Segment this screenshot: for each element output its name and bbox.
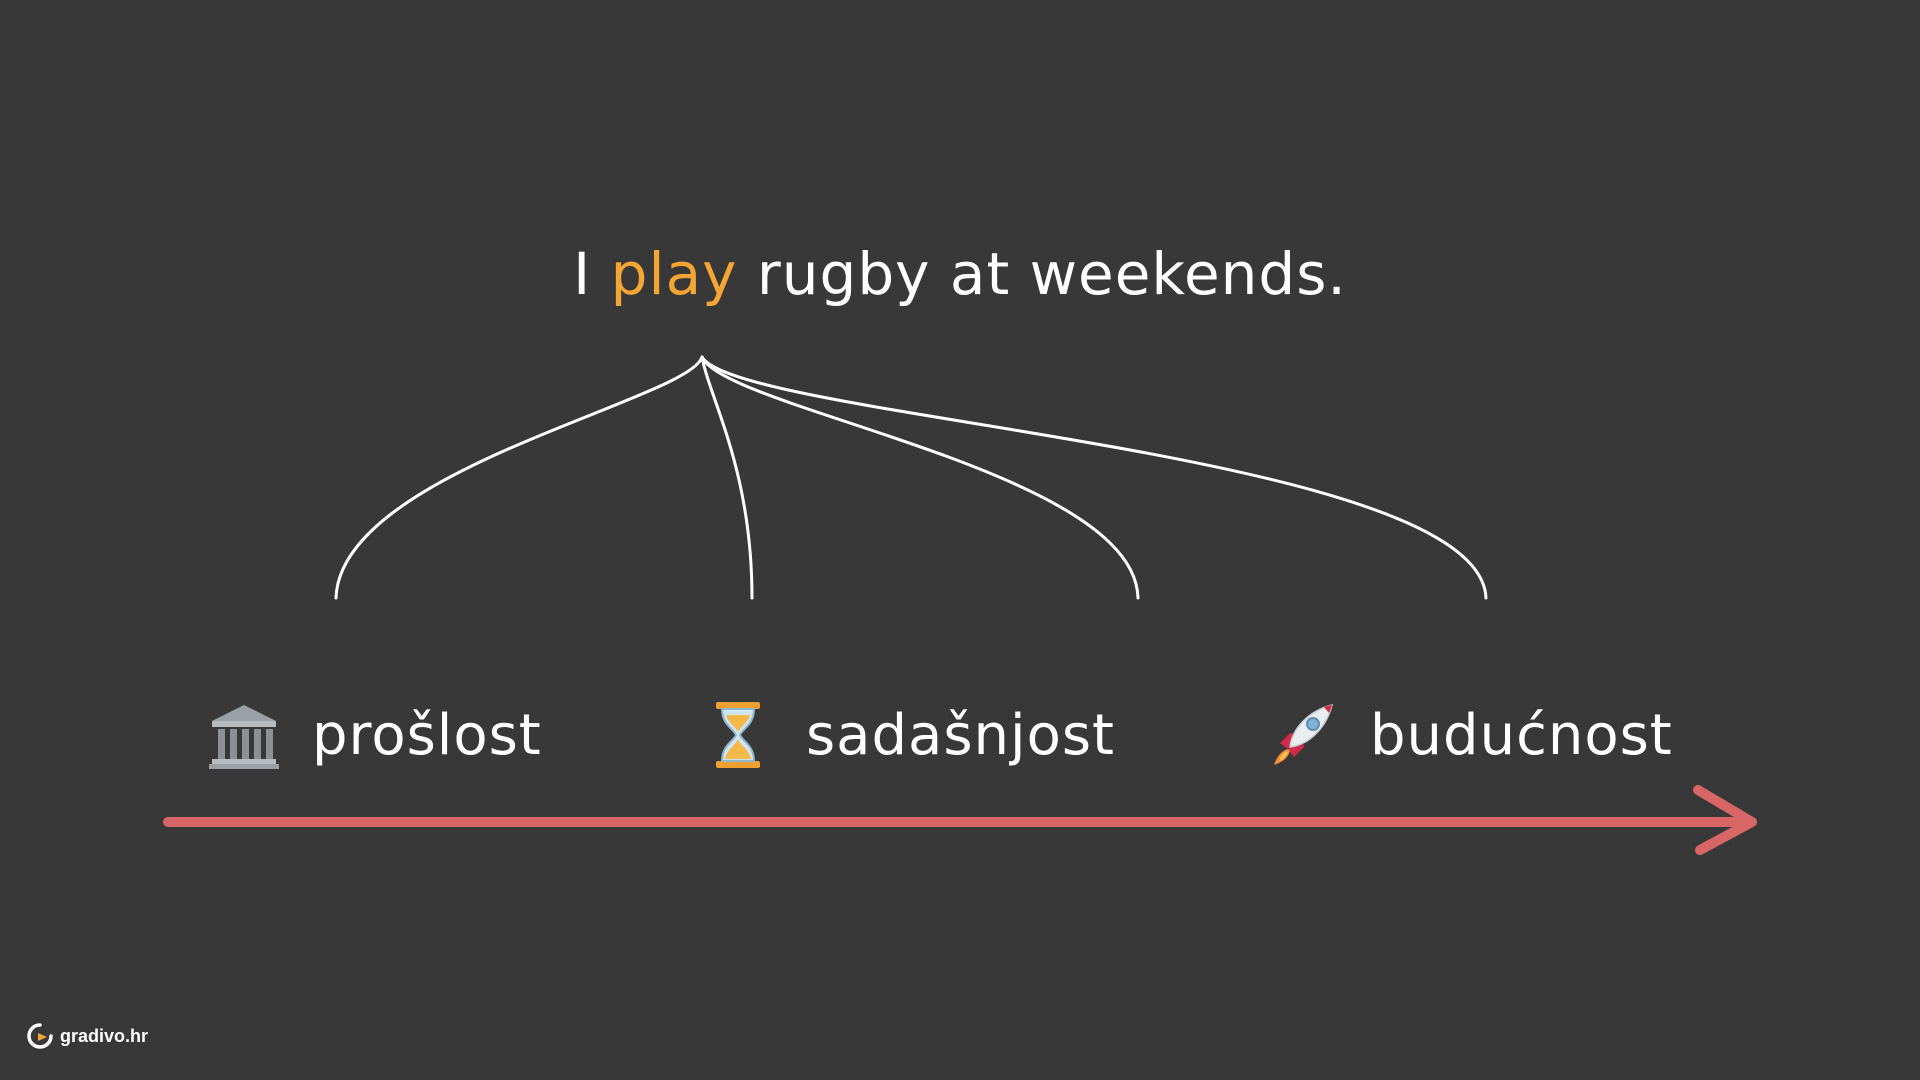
sentence-start: I bbox=[573, 240, 611, 308]
timeline-label-future: budućnost bbox=[1266, 700, 1673, 770]
hourglass-icon bbox=[716, 702, 760, 768]
label-past-text: prošlost bbox=[312, 702, 542, 768]
timeline-label-present: sadašnjost bbox=[702, 700, 1115, 770]
label-future-text: budućnost bbox=[1370, 702, 1673, 768]
label-present-text: sadašnjost bbox=[806, 702, 1115, 768]
example-sentence: I play rugby at weekends. bbox=[0, 240, 1920, 308]
rocket-icon bbox=[1274, 703, 1334, 765]
classical-building-icon bbox=[209, 705, 279, 769]
sentence-end: rugby at weekends. bbox=[737, 240, 1347, 308]
highlighted-verb: play bbox=[610, 240, 738, 308]
connector-future-1 bbox=[700, 355, 1140, 600]
brand-logo[interactable]: gradivo.hr bbox=[26, 1022, 148, 1050]
connector-present bbox=[700, 355, 754, 600]
timeline-arrow bbox=[163, 785, 1757, 855]
connector-past bbox=[334, 355, 704, 600]
connector-future-2 bbox=[700, 355, 1488, 600]
timeline-arrow-head bbox=[1693, 785, 1757, 855]
gradivo-logo-icon bbox=[27, 1023, 53, 1049]
brand-name: gradivo.hr bbox=[60, 1025, 149, 1046]
timeline-label-past: prošlost bbox=[208, 700, 542, 770]
